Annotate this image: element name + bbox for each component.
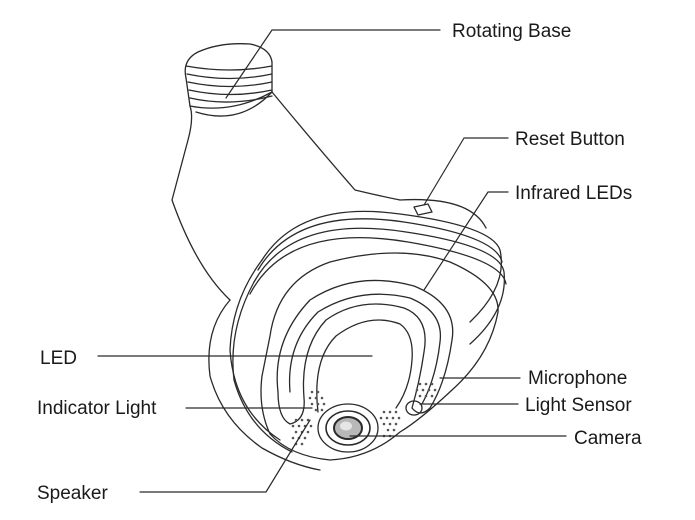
screw-socket	[184, 43, 273, 109]
label-infrared-leds: Infrared LEDs	[515, 183, 633, 204]
inner-ring	[276, 279, 454, 425]
label-led: LED	[40, 348, 77, 369]
light-sensor	[405, 400, 423, 416]
label-rotating-base: Rotating Base	[452, 21, 572, 42]
front-face	[260, 252, 499, 461]
leader-rotating-base	[225, 29, 441, 99]
camera-lens	[317, 403, 379, 453]
microphone-grille	[379, 382, 437, 438]
bulb-body	[171, 91, 487, 471]
leader-speaker	[139, 419, 311, 493]
leader-infrared-leds	[423, 191, 509, 291]
label-indicator-light: Indicator Light	[37, 398, 157, 419]
reset-button-shape	[413, 203, 433, 216]
label-camera: Camera	[574, 428, 642, 449]
label-reset-button: Reset Button	[515, 129, 625, 150]
label-light-sensor: Light Sensor	[525, 395, 632, 416]
label-microphone: Microphone	[528, 368, 628, 389]
leader-reset-button	[423, 137, 509, 206]
rim-rings	[229, 210, 507, 453]
leader-lines	[97, 29, 567, 493]
label-speaker: Speaker	[37, 483, 108, 504]
